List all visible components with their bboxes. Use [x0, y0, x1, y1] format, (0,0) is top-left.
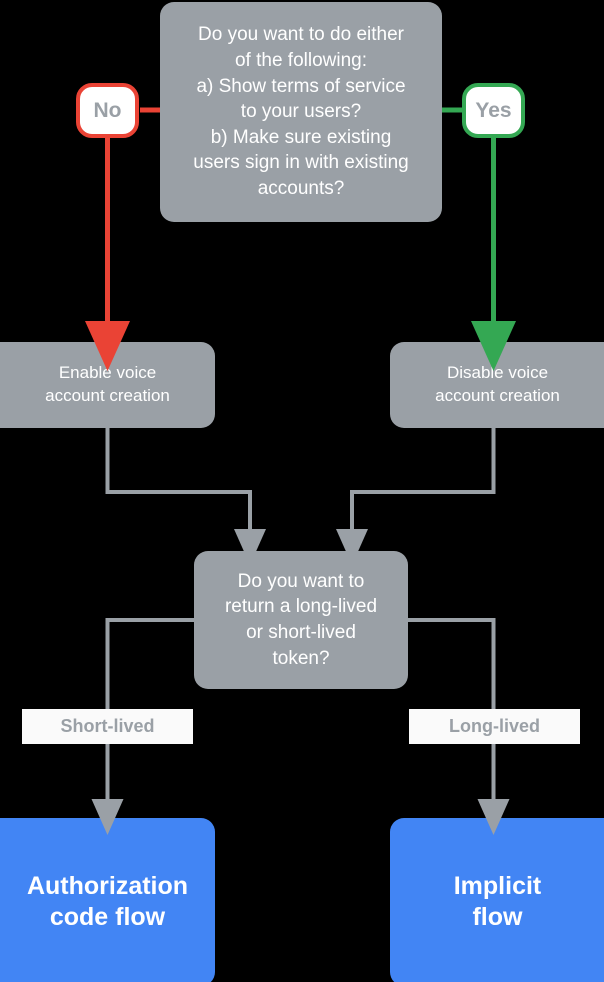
- edge-label-short-lived: Short-lived: [22, 709, 193, 744]
- edge-label-long-lived: Long-lived: [409, 709, 580, 744]
- branch-button-no[interactable]: No: [76, 83, 139, 138]
- edge-label-short-lived-text: Short-lived: [60, 716, 155, 736]
- edge-disable-voice-to-token-question: [336, 428, 496, 565]
- edge-label-long-lived-text: Long-lived: [449, 716, 540, 736]
- branch-button-yes[interactable]: Yes: [462, 83, 525, 138]
- edge-enable-voice-to-token-question: [105, 428, 266, 565]
- branch-button-yes-label: Yes: [475, 98, 512, 122]
- branch-button-no-label: No: [93, 98, 122, 122]
